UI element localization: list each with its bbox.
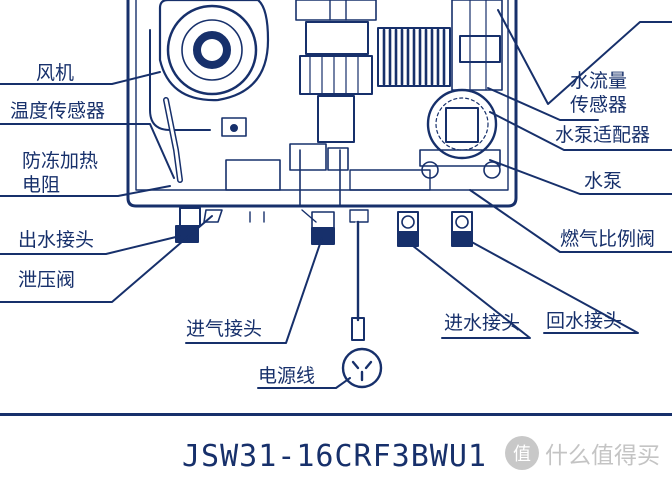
label-antifreeze-heater-line1: 防冻加热 [22,150,99,172]
label-flow-sensor-line2: 传感器 [570,94,628,116]
label-return-water: 回水接头 [546,310,623,332]
power-cord [341,220,383,389]
pump-assembly [419,88,501,179]
fan-assembly [149,0,270,183]
water-inlet-connector [397,211,419,247]
return-water-connector [451,211,473,247]
label-fan: 风机 [36,62,75,84]
model-number: JSW31-16CRF3BWU1 [182,439,487,474]
water-outlet-connector [175,207,223,243]
watermark-logo-icon: 值 [505,436,539,470]
bottom-components [225,159,431,223]
label-temp-sensor: 温度传感器 [10,100,106,122]
gas-inlet-connector [311,211,335,245]
leader-lines [0,9,672,389]
label-gas-valve: 燃气比例阀 [560,228,656,250]
label-water-outlet: 出水接头 [18,229,95,251]
gas-valve-assembly [289,0,377,206]
label-antifreeze-heater-line2: 电阻 [22,174,61,196]
label-power-cord: 电源线 [258,365,316,387]
heater-casing [126,0,518,208]
label-flow-sensor-line1: 水流量 [570,70,628,92]
label-pump-adapter: 水泵适配器 [555,124,651,146]
divider-line [0,413,672,416]
label-pump: 水泵 [584,170,623,192]
watermark: 值 什么值得买 [505,436,660,470]
label-relief-valve: 泄压阀 [18,269,76,291]
heater-diagram [0,0,672,389]
label-water-inlet: 进水接头 [444,312,521,334]
watermark-text: 什么值得买 [545,443,660,469]
heat-exchanger [377,0,503,91]
label-gas-inlet: 进气接头 [186,318,263,340]
